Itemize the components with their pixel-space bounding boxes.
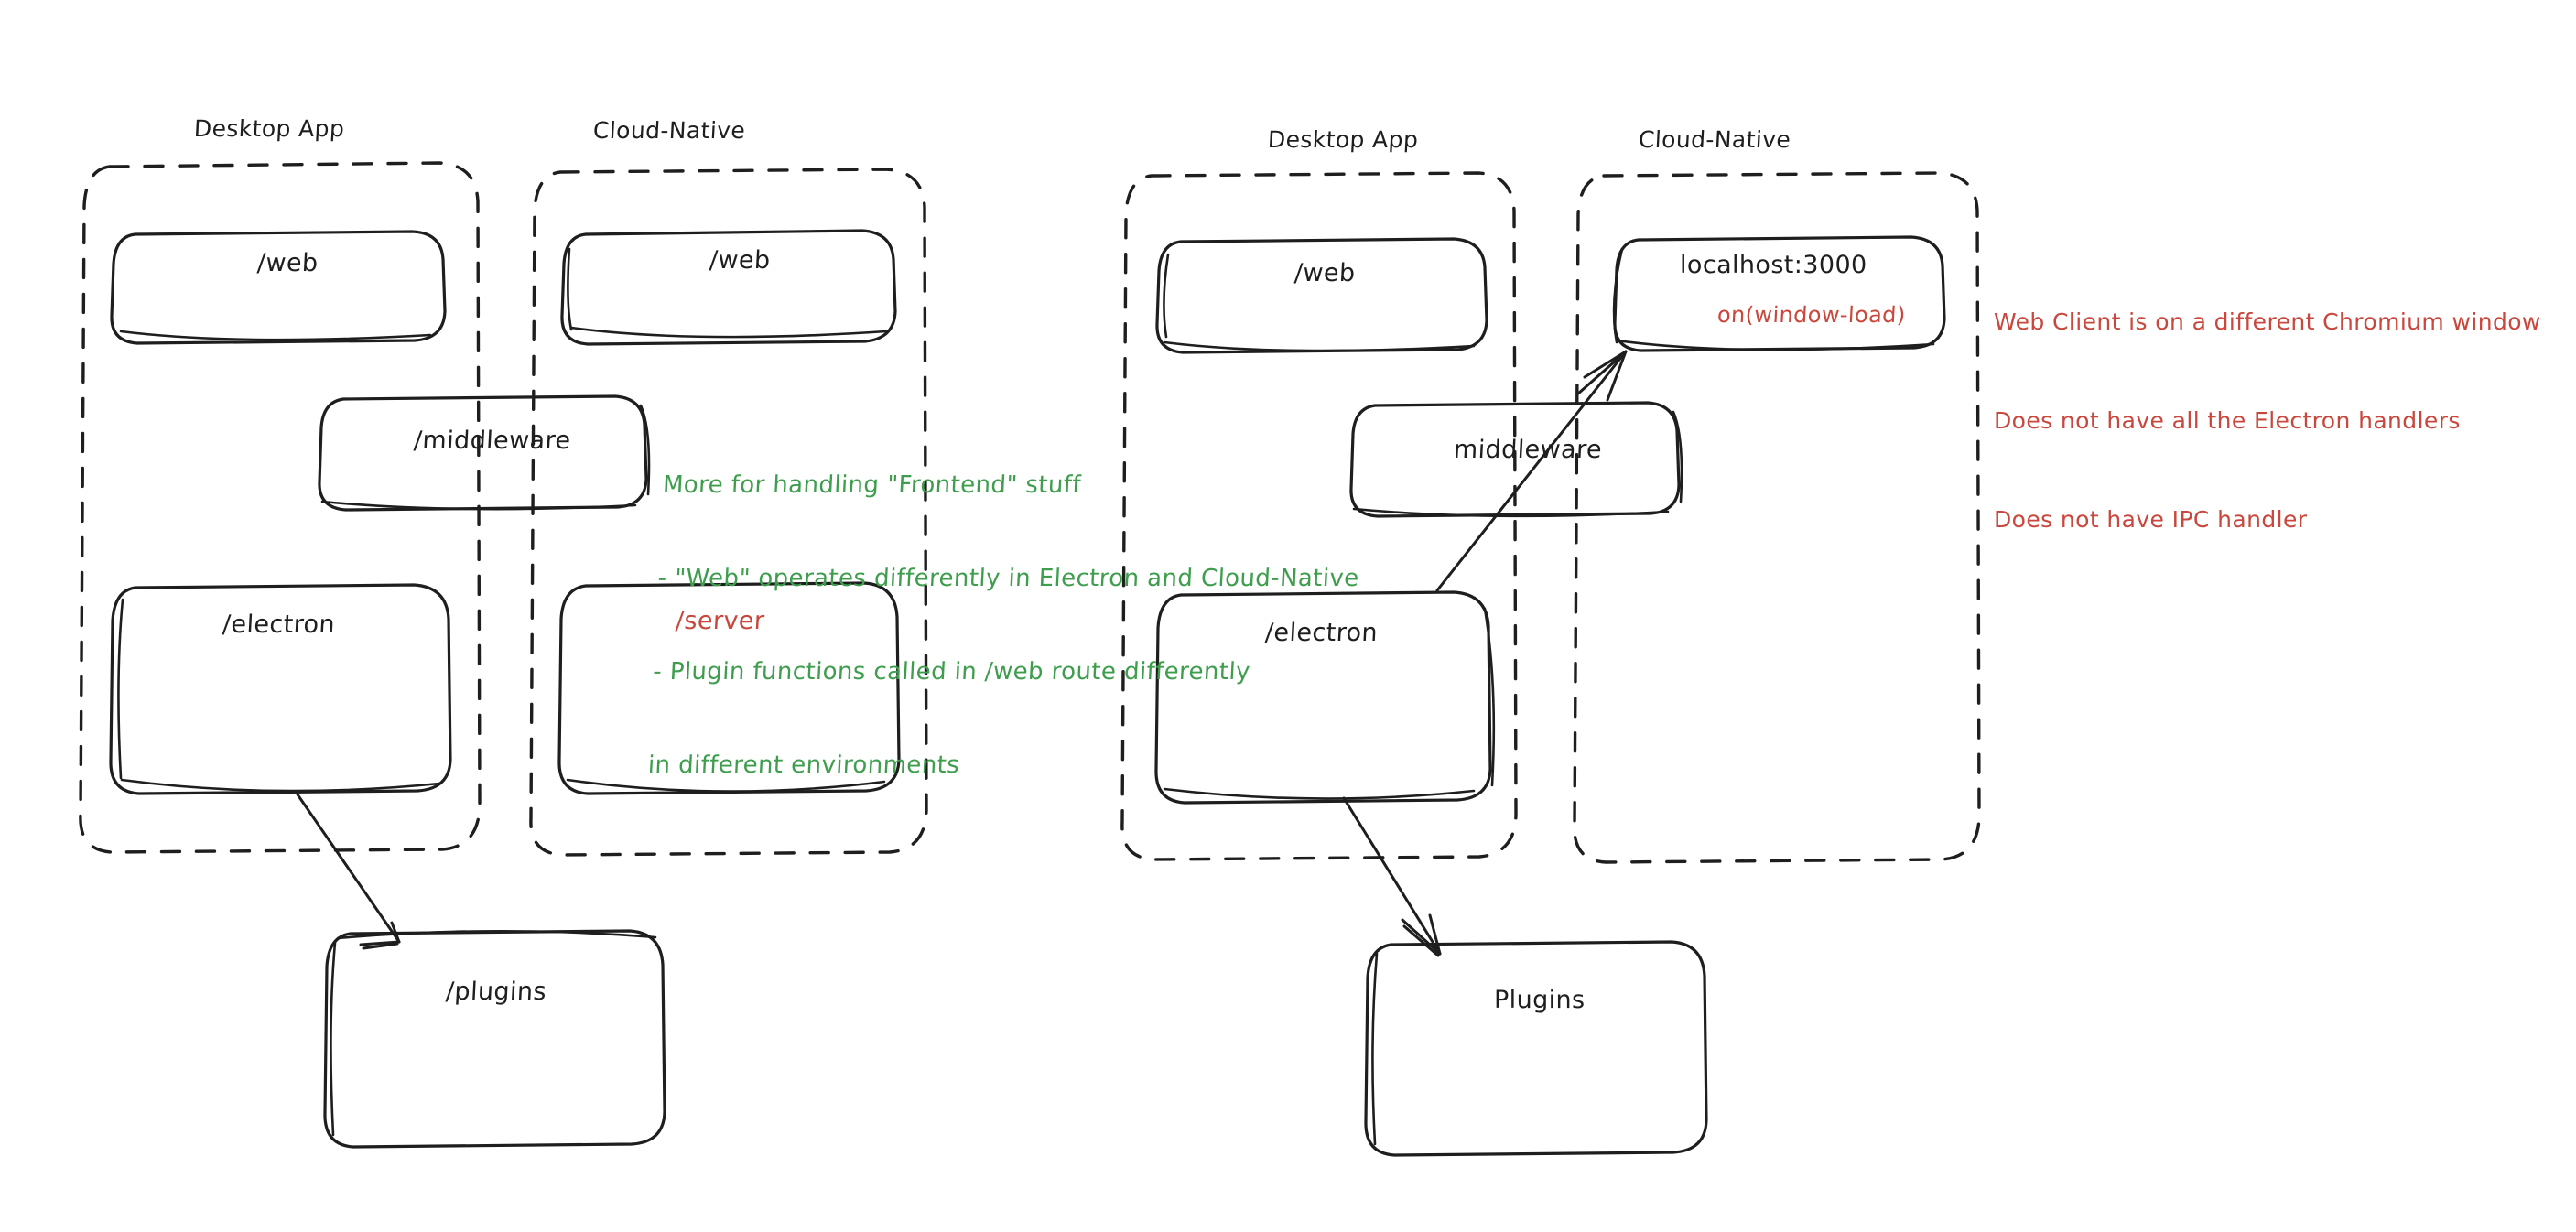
note-red-web-client: Web Client is on a different Chromium wi… xyxy=(1994,240,2541,602)
group-cloud-native-left xyxy=(529,168,928,857)
node-label-middleware-left: /middleware xyxy=(413,427,572,455)
node-web-desktop-right[interactable] xyxy=(1155,237,1488,354)
node-middleware-left[interactable] xyxy=(318,394,651,512)
node-label-web-desktop-left: /web xyxy=(256,249,319,277)
arrow-electron-to-plugins-left xyxy=(296,793,401,950)
group-label-cloud-native-left: Cloud-Native xyxy=(592,117,746,144)
node-label-middleware-right: middleware xyxy=(1453,436,1603,464)
node-sublabel-on-window-load: on(window-load) xyxy=(1716,302,1907,328)
group-desktop-app-right xyxy=(1120,171,1518,861)
node-label-web-desktop-right: /web xyxy=(1293,259,1357,287)
node-label-localhost: localhost:3000 xyxy=(1680,251,1867,279)
group-desktop-app-left xyxy=(79,161,482,854)
node-plugins-left[interactable] xyxy=(323,929,666,1149)
node-label-plugins-left: /plugins xyxy=(445,978,547,1006)
arrow-electron-to-plugins-right xyxy=(1342,796,1442,957)
group-label-cloud-native-right: Cloud-Native xyxy=(1638,126,1791,153)
node-localhost-3000[interactable] xyxy=(1612,235,1946,352)
group-label-desktop-app-left: Desktop App xyxy=(193,115,346,142)
note-red-line-2: Does not have all the Electron handlers xyxy=(1994,407,2461,434)
node-label-web-cloud-left: /web xyxy=(709,246,772,275)
note-green-line-1: More for handling "Frontend" stuff xyxy=(662,471,1082,499)
node-web-desktop-left[interactable] xyxy=(110,230,447,345)
note-green-line-4: in different environments xyxy=(647,751,960,779)
note-green-line-2: - "Web" operates differently in Electron… xyxy=(656,565,1360,592)
node-plugins-right[interactable] xyxy=(1364,940,1708,1157)
node-electron-right[interactable] xyxy=(1154,590,1496,805)
node-label-electron-left: /electron xyxy=(222,611,336,639)
note-green-frontend: More for handling "Frontend" stuff - "We… xyxy=(644,407,1369,843)
group-label-desktop-app-right: Desktop App xyxy=(1267,126,1420,153)
node-middleware-right[interactable] xyxy=(1349,401,1683,518)
node-web-cloud-left[interactable] xyxy=(560,229,897,346)
arrow-electron-to-localhost xyxy=(1435,350,1628,592)
node-electron-left[interactable] xyxy=(109,583,452,795)
node-server-left[interactable] xyxy=(557,581,901,795)
note-green-line-3: - Plugin functions called in /web route … xyxy=(652,658,1251,686)
node-label-plugins-right: Plugins xyxy=(1494,986,1586,1014)
note-red-line-3: Does not have IPC handler xyxy=(1994,506,2308,533)
note-red-line-1: Web Client is on a different Chromium wi… xyxy=(1994,308,2541,335)
